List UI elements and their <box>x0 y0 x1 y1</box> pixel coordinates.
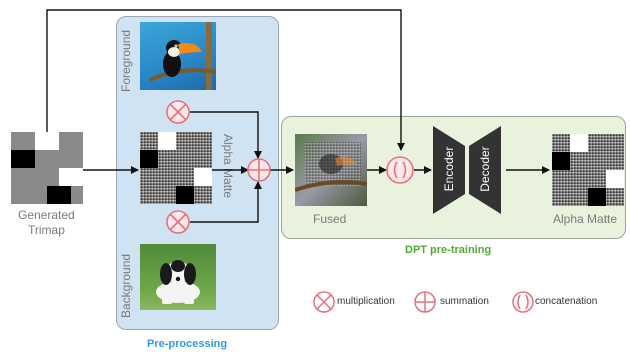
encoder-block <box>433 126 465 214</box>
summation-icon <box>414 291 436 313</box>
toucan-image <box>149 22 216 90</box>
alpha-matte-input-image <box>140 132 212 204</box>
encoder-label: Encoder <box>442 146 456 192</box>
preprocessing-title: Pre-processing <box>147 338 228 350</box>
background-image <box>140 244 216 310</box>
decoder-block <box>469 126 501 214</box>
fused-image <box>295 134 367 206</box>
legend-multiplication: multiplication <box>337 296 395 307</box>
legend-summation: summation <box>440 296 489 307</box>
trimap-label-line1: Generated <box>18 208 75 222</box>
trimap-label-line2: Trimap <box>28 223 65 237</box>
decoder-label: Decoder <box>478 146 492 192</box>
foreground-image <box>140 22 216 90</box>
multiplication-icon <box>166 100 190 124</box>
multiplication-icon <box>166 210 190 234</box>
output-alpha-matte-label: Alpha Matte <box>553 212 618 226</box>
legend-concatenation: concatenation <box>535 296 598 307</box>
fused-label: Fused <box>313 212 347 226</box>
multiplication-icon <box>313 291 335 313</box>
concatenation-icon <box>386 156 414 184</box>
summation-icon <box>247 158 271 182</box>
generated-trimap-image <box>11 132 83 204</box>
dpt-title: DPT pre-training <box>405 244 492 256</box>
concatenation-icon <box>512 291 534 313</box>
alpha-matte-output-image <box>552 134 624 206</box>
dog-image <box>156 260 200 304</box>
